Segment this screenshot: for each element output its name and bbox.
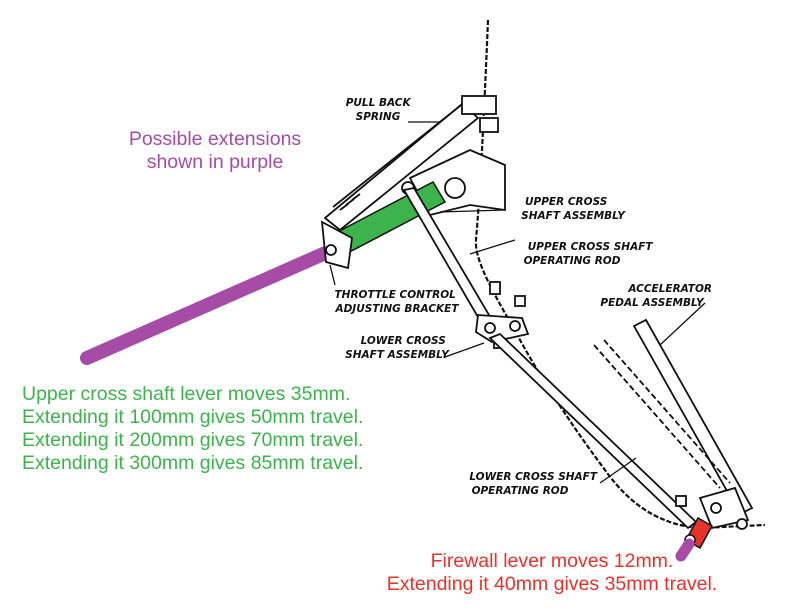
accelerator-pedal-assembly: [593, 318, 754, 530]
purple-extensions-note: Possible extensions shown in purple: [90, 128, 340, 174]
upper-lever-extension: [80, 244, 337, 365]
green-note-line: Extending it 300mm gives 85mm travel.: [22, 452, 364, 474]
firewall-lever-note: Firewall lever moves 12mm. Extending it …: [322, 550, 782, 596]
red-note-line: Extending it 40mm gives 35mm travel.: [386, 573, 718, 595]
leader-lines: [329, 121, 706, 484]
label-upper-cross-shaft-assembly: UPPER CROSS SHAFT ASSEMBLY: [521, 196, 626, 222]
red-note-line: Firewall lever moves 12mm.: [430, 550, 674, 572]
label-upper-cross-shaft-operating-rod: UPPER CROSS SHAFT OPERATING ROD: [524, 241, 657, 267]
pull-back-spring: [323, 95, 499, 232]
firewall-lever-extension: [675, 538, 695, 562]
green-note-line: Upper cross shaft lever moves 35mm.: [22, 383, 351, 405]
green-note-line: Extending it 200mm gives 70mm travel.: [22, 429, 364, 451]
label-lower-cross-shaft-assembly: LOWER CROSS SHAFT ASSEMBLY: [345, 335, 450, 361]
label-pull-back-spring: PULL BACK SPRING: [346, 97, 415, 123]
green-note-line: Extending it 100mm gives 50mm travel.: [22, 406, 364, 428]
purple-note-line: shown in purple: [146, 151, 284, 173]
firewall-cable: [474, 19, 766, 530]
throttle-control-bracket: [320, 220, 353, 270]
purple-note-line: Possible extensions: [128, 128, 302, 150]
label-throttle-control-bracket: THROTTLE CONTROL ADJUSTING BRACKET: [334, 289, 459, 315]
label-accelerator-pedal-assembly: ACCELERATOR PEDAL ASSEMBLY: [600, 283, 715, 309]
upper-lever-note: Upper cross shaft lever moves 35mm. Exte…: [22, 383, 363, 475]
label-lower-cross-shaft-operating-rod: LOWER CROSS SHAFT OPERATING ROD: [469, 471, 600, 497]
